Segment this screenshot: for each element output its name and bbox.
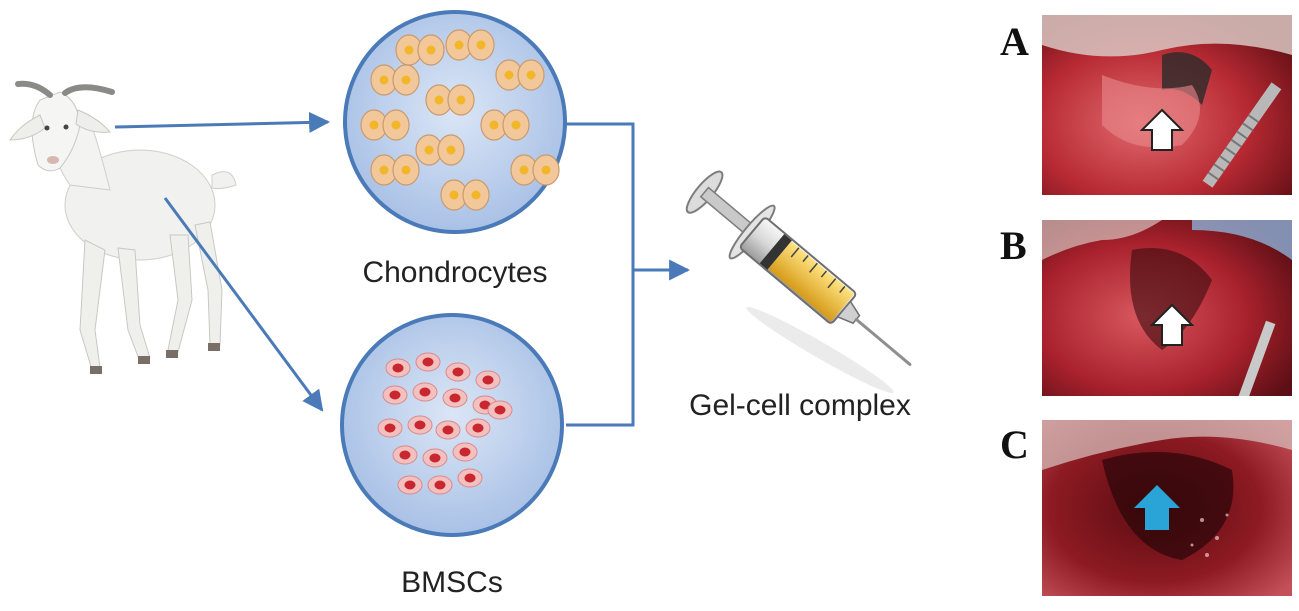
- chondrocyte-cell: [440, 179, 490, 211]
- surgical-photo-a: [1042, 15, 1292, 195]
- bmsc-cell: [475, 370, 501, 390]
- panel-a-arrow-icon: [1139, 108, 1185, 151]
- bmsc-cell: [427, 475, 453, 495]
- chondrocyte-cell: [370, 64, 420, 96]
- chondrocyte-cells: [360, 29, 560, 211]
- bmsc-cell: [415, 352, 441, 372]
- bmsc-cell: [465, 418, 491, 438]
- chondrocyte-cell: [370, 154, 420, 186]
- bmsc-cell: [457, 468, 483, 488]
- panel-b-photo: [1042, 220, 1292, 396]
- chondrocyte-cell: [495, 59, 545, 91]
- bmsc-cell: [452, 442, 478, 462]
- bmsc-cell: [377, 418, 403, 438]
- chondrocyte-cell: [360, 109, 410, 141]
- chondrocyte-cell: [445, 29, 495, 61]
- bmsc-cell: [487, 400, 513, 420]
- panel-b-arrow-icon: [1149, 303, 1195, 346]
- bmsc-cell: [445, 362, 471, 382]
- chondrocytes-label: Chondrocytes: [362, 256, 547, 289]
- syringe-icon: [685, 170, 912, 366]
- surgical-photo-b: [1042, 220, 1292, 396]
- bmsc-cells: [377, 352, 513, 495]
- goat-illustration: [9, 80, 237, 374]
- panel-c-photo: [1042, 420, 1292, 596]
- bmsc-cell: [392, 445, 418, 465]
- surgical-photo-c: [1042, 420, 1292, 596]
- bmsc-cell: [385, 358, 411, 378]
- panel-a-letter: A: [1000, 19, 1029, 64]
- gel-cell-complex-label: Gel-cell complex: [689, 389, 911, 422]
- chondrocyte-cell: [415, 134, 465, 166]
- bmsc-cell: [412, 382, 438, 402]
- bmscs-label: BMSCs: [401, 566, 503, 599]
- merge-connector: [566, 122, 691, 427]
- arrow-goat-to-chondrocytes: [114, 111, 331, 133]
- chondrocyte-cell: [425, 84, 475, 116]
- panel-c-arrow-icon: [1134, 485, 1180, 530]
- chondrocyte-cell: [510, 154, 560, 186]
- panel-c-letter: C: [1000, 422, 1029, 467]
- bmsc-cell: [382, 385, 408, 405]
- bmsc-cell: [422, 448, 448, 468]
- chondrocyte-cell: [480, 109, 530, 141]
- bmsc-cell: [407, 415, 433, 435]
- chondrocyte-cell: [395, 34, 445, 66]
- arrow-goat-to-bmscs: [163, 197, 324, 412]
- bmsc-cell: [435, 420, 461, 440]
- syringe-shadow: [746, 306, 894, 394]
- bmsc-cell: [442, 388, 468, 408]
- bmsc-cell: [397, 475, 423, 495]
- panel-b-letter: B: [1000, 223, 1027, 268]
- panel-a-photo: [1042, 15, 1292, 195]
